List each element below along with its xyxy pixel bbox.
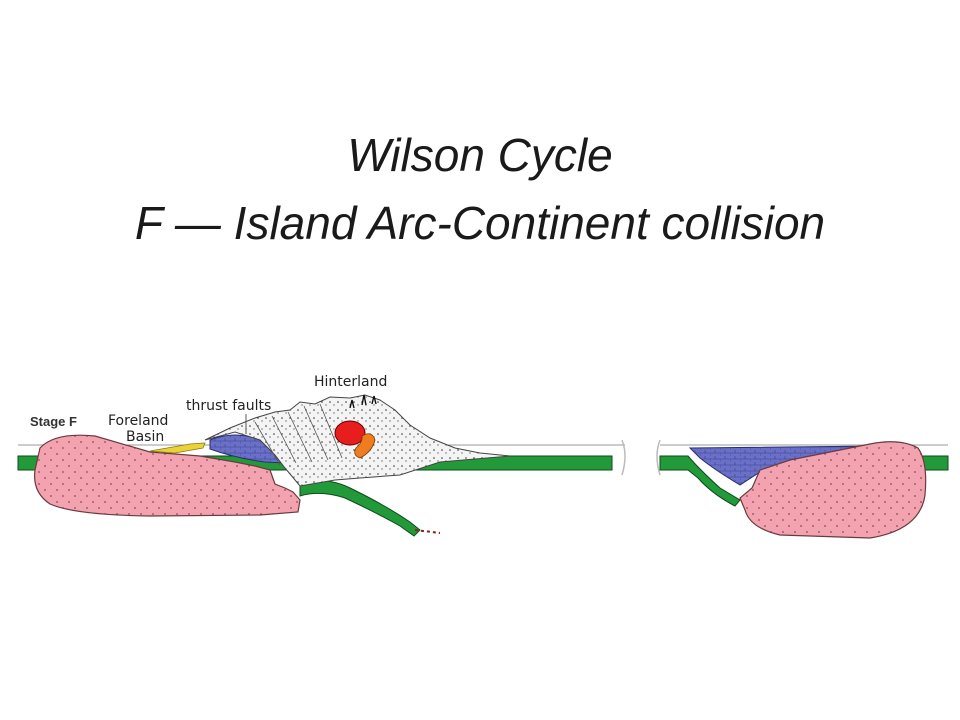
basin-label: Basin [126,429,164,445]
volcanic-body [354,433,376,459]
hinterland-label: Hinterland [314,374,387,390]
pluton [334,420,366,446]
thrust-fault-lines [254,403,343,466]
stage-label: Stage F [30,414,77,429]
thrust-faults-label: thrust faults [186,398,271,414]
oceanic-crust-right [659,455,741,507]
continental-crust-left [33,434,301,517]
slide-title-line-1: Wilson Cycle [347,129,613,181]
break-edge-right [656,439,661,476]
slide-title-line-2: F — Island Arc-Continent collision [134,197,826,249]
continental-crust-right [739,441,927,539]
break-edge-left [621,439,626,476]
subducting-slab [299,479,421,537]
foreland-label: Foreland [108,413,168,429]
slab-tail [414,529,441,534]
foreland-basin-fill [149,442,206,454]
wilson-cycle-stage-f-diagram: Stage F Foreland Basin thrust faults Hin… [17,374,949,539]
volcano-glyphs [349,394,377,409]
